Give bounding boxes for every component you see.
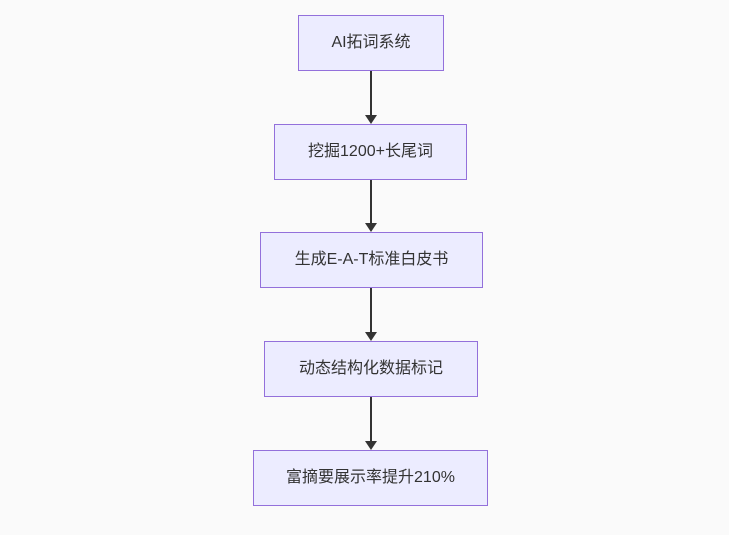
arrow-line (370, 71, 372, 116)
flow-node-rich-snippet-result: 富摘要展示率提升210% (253, 450, 488, 506)
arrow-line (370, 180, 372, 224)
flow-node-label: 挖掘1200+长尾词 (308, 143, 433, 161)
flow-node-structured-data: 动态结构化数据标记 (264, 341, 478, 397)
arrow-line (370, 288, 372, 333)
flow-node-longtail-mining: 挖掘1200+长尾词 (274, 124, 467, 180)
flow-node-label: 动态结构化数据标记 (298, 360, 443, 378)
flow-edge-3 (364, 288, 378, 341)
flow-node-label: 生成E-A-T标准白皮书 (294, 251, 449, 269)
flow-node-eat-whitepaper: 生成E-A-T标准白皮书 (260, 232, 483, 288)
flow-node-label: 富摘要展示率提升210% (286, 469, 455, 487)
arrow-down-icon (365, 223, 377, 232)
flow-node-label: AI拓词系统 (331, 34, 411, 52)
arrow-down-icon (365, 332, 377, 341)
flow-edge-2 (364, 180, 378, 232)
arrow-down-icon (365, 441, 377, 450)
flow-edge-4 (364, 397, 378, 450)
arrow-down-icon (365, 115, 377, 124)
flow-edge-1 (364, 71, 378, 124)
flow-node-ai-word-system: AI拓词系统 (298, 15, 444, 71)
arrow-line (370, 397, 372, 442)
